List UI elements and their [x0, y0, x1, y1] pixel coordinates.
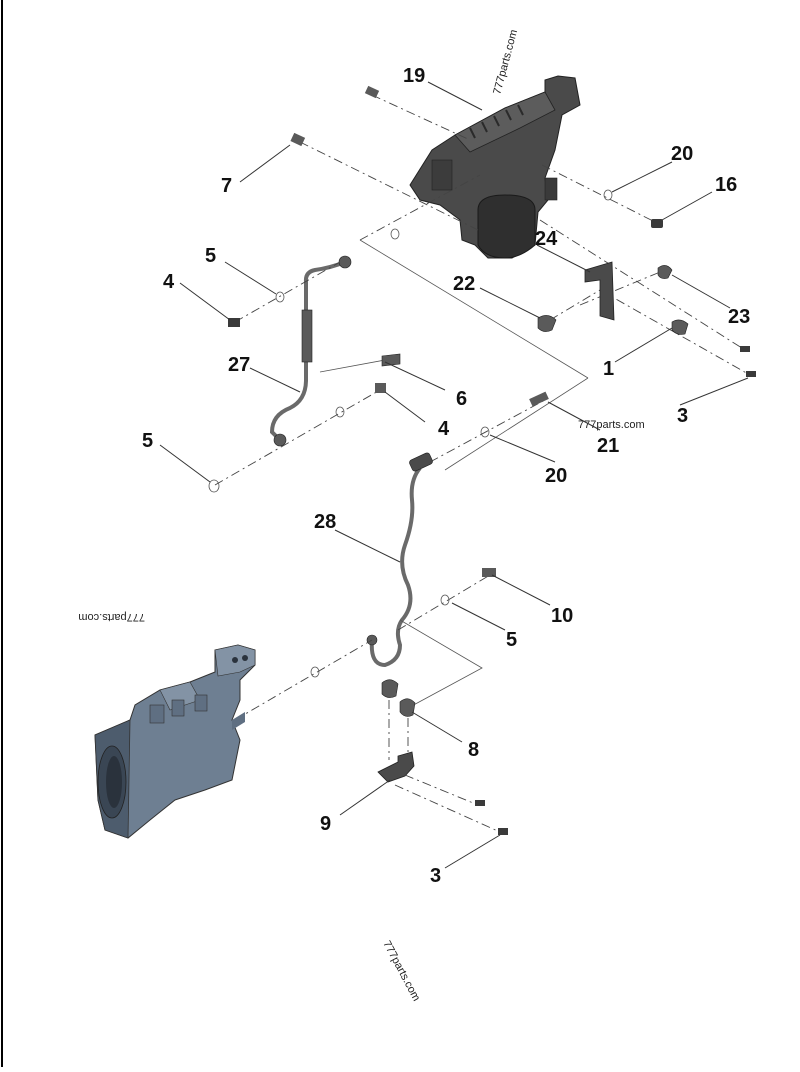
callout-6: 6: [456, 388, 467, 410]
callout-3-lower: 3: [430, 865, 441, 887]
bracket-9-line-a: [404, 774, 479, 806]
fuel-injection-pump: [94, 644, 256, 839]
callout-7: 7: [221, 175, 232, 197]
clip-22: [537, 315, 557, 332]
o-ring-mid: [335, 406, 345, 418]
callout-8: 8: [468, 739, 479, 761]
clip-1: [671, 319, 689, 335]
clip-23: [657, 265, 673, 279]
o-ring-5-mid: [440, 594, 450, 606]
o-ring-20-lower: [480, 426, 490, 438]
fuel-filter-housing: [409, 75, 581, 259]
callout-4-lower: 4: [438, 418, 450, 440]
bolt-4-upper: [228, 318, 240, 327]
callout-3-upper: 3: [677, 405, 688, 427]
bolt-3-upper-a: [740, 346, 750, 352]
pump-inlet-line: [234, 639, 373, 721]
o-ring-5-lower: [208, 479, 220, 493]
bolt-3-lower-b: [498, 828, 508, 835]
clamp-8-a: [381, 679, 399, 698]
bolt-7: [290, 132, 306, 147]
clip-6: [381, 353, 401, 367]
callout-20-lower: 20: [545, 465, 567, 487]
callout-27: 27: [228, 354, 250, 376]
fuel-pipe-28: [366, 452, 433, 668]
callout-28: 28: [314, 511, 336, 533]
callout-20-upper: 20: [671, 143, 693, 165]
o-ring-filter: [390, 228, 400, 240]
watermark-bottom: 777parts.com: [380, 939, 422, 1003]
watermark-mid: 777parts.com: [578, 419, 645, 431]
plug-16: [651, 219, 663, 228]
bolt-10: [482, 568, 496, 577]
callout-4-upper: 4: [163, 271, 175, 293]
callout-9: 9: [320, 813, 331, 835]
fuel-pipe-27: [269, 255, 352, 447]
bolt-19: [364, 85, 380, 99]
callout-1: 1: [603, 358, 614, 380]
callout-23: 23: [728, 306, 750, 328]
clamp-8-b: [399, 698, 416, 717]
callout-5-upper: 5: [205, 245, 216, 267]
callout-16: 16: [715, 174, 737, 196]
leader-lines: [159, 81, 749, 869]
banjo-bolt-21: [529, 391, 549, 407]
clip-6-line: [319, 359, 386, 373]
bolt-4-lower: [375, 383, 386, 393]
callout-24: 24: [535, 228, 558, 250]
watermark-top: 777parts.com: [491, 28, 520, 95]
callout-10: 10: [551, 605, 573, 627]
o-ring-5-upper: [275, 291, 285, 303]
clip-8-line: [399, 619, 483, 709]
bracket-24: [584, 261, 615, 321]
callout-19: 19: [403, 65, 425, 87]
bracket-9-line-b: [394, 784, 501, 833]
callouts: 19 20 16 7 24 5 4 22 23 27 1 6 3 21 4 5 …: [142, 65, 750, 887]
bolt-3-lower-a: [475, 800, 485, 806]
callout-5-mid: 5: [506, 629, 517, 651]
pipe-27-upper-line: [234, 261, 341, 323]
filter-assembly-lines: [299, 94, 751, 471]
watermark-left: 777parts.com: [78, 611, 145, 623]
pipe-27-lower-line: [214, 389, 381, 486]
callout-5-left: 5: [142, 430, 153, 452]
pipe-28-upper-line: [429, 399, 546, 463]
pipe-28-bolt-line: [397, 571, 496, 631]
o-ring-20-upper: [603, 189, 613, 201]
bracket-9: [377, 751, 415, 783]
o-ring-pump: [310, 666, 320, 678]
bolt-3-upper-b: [746, 371, 756, 377]
callout-21: 21: [597, 435, 619, 457]
callout-22: 22: [453, 273, 475, 295]
watermarks: 777parts.com 777parts.com 777parts.com 7…: [78, 28, 644, 1003]
